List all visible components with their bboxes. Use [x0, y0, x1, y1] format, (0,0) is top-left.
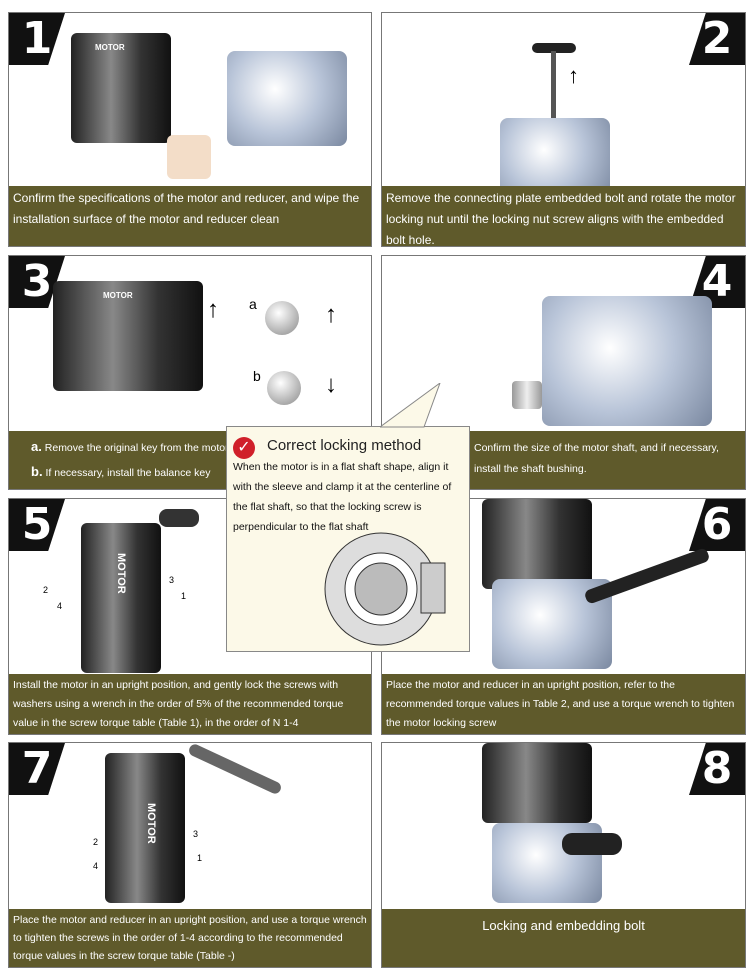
step-number: 7 — [9, 743, 65, 795]
correct-locking-callout: ✓ Correct locking method When the motor … — [226, 426, 470, 652]
step-7-panel: 7 MOTOR 2 4 3 1 Place the motor and redu… — [8, 742, 372, 968]
step-number: 5 — [9, 499, 65, 551]
screw-number: 2 — [43, 585, 49, 595]
step-number: 8 — [689, 743, 745, 795]
arrow-down-icon: ↓ — [325, 371, 337, 398]
step-caption: Place the motor and reducer in an uprigh… — [9, 909, 371, 967]
arrow-up-icon: ↑ — [207, 296, 219, 323]
item-text: If necessary, install the balance key — [45, 467, 211, 479]
reducer-illustration — [542, 296, 712, 426]
step-number: 6 — [689, 499, 745, 551]
step-3-panel: 3 MOTOR ↑ a ↑ b ↓ a. Remove the original… — [8, 255, 372, 490]
reducer-illustration — [227, 51, 347, 146]
item-mark: a. — [31, 439, 42, 454]
step-2-panel: 2 ↑ Remove the connecting plate embedded… — [381, 12, 746, 247]
screw-number: 3 — [169, 575, 175, 585]
checkmark-icon: ✓ — [233, 437, 255, 459]
item-mark: b. — [31, 464, 43, 479]
torque-wrench-icon — [187, 743, 283, 796]
screw-number: 1 — [181, 591, 187, 601]
screw-number: 1 — [197, 853, 203, 863]
step-number: 2 — [689, 13, 745, 65]
marker-b: b — [253, 368, 261, 384]
motor-illustration — [482, 743, 592, 823]
t-handle-wrench-icon — [159, 509, 199, 527]
step-caption: Place the motor and reducer in an uprigh… — [382, 674, 745, 734]
marker-a: a — [249, 296, 257, 312]
motor-label: MOTOR — [115, 553, 127, 594]
step-caption: Remove the connecting plate embedded bol… — [382, 186, 745, 246]
step-caption: Install the motor in an upright position… — [9, 674, 371, 734]
callout-title: Correct locking method — [267, 437, 422, 454]
screw-number: 4 — [93, 861, 99, 871]
shaft-cross-section-b — [267, 371, 301, 405]
callout-text: When the motor is in a flat shaft shape,… — [233, 461, 452, 533]
step-caption: Locking and embedding bolt — [382, 909, 745, 967]
motor-label: MOTOR — [95, 43, 125, 52]
screw-number: 3 — [193, 829, 199, 839]
torque-wrench-icon — [583, 547, 711, 605]
motor-illustration: MOTOR — [71, 33, 171, 143]
callout-tail — [380, 383, 441, 428]
arrow-up-icon: ↑ — [325, 301, 337, 328]
flat-shaft-cross-section — [324, 532, 446, 646]
step-1-panel: 1 MOTOR Confirm the specifications of th… — [8, 12, 372, 247]
shaft-bushing-icon — [512, 381, 542, 409]
step-number: 1 — [9, 13, 65, 65]
t-handle-wrench-icon — [562, 833, 622, 855]
screw-number: 2 — [93, 837, 99, 847]
motor-illustration — [482, 499, 592, 589]
item-text: Remove the original key from the motor — [44, 442, 229, 454]
screw-number: 4 — [57, 601, 63, 611]
wrench-shaft — [551, 51, 556, 121]
hand-wipe-icon — [167, 135, 211, 179]
step-caption: Confirm the specifications of the motor … — [9, 186, 371, 246]
step-8-panel: 8 Locking and embedding bolt — [381, 742, 746, 968]
motor-label: MOTOR — [145, 803, 157, 844]
motor-illustration: MOTOR — [81, 523, 161, 673]
motor-label: MOTOR — [103, 291, 133, 300]
arrow-up-icon: ↑ — [568, 63, 579, 88]
motor-illustration: MOTOR — [53, 281, 203, 391]
t-handle-wrench-icon — [532, 43, 576, 53]
reducer-illustration — [500, 118, 610, 198]
motor-illustration: MOTOR — [105, 753, 185, 903]
shaft-cross-section-a — [265, 301, 299, 335]
